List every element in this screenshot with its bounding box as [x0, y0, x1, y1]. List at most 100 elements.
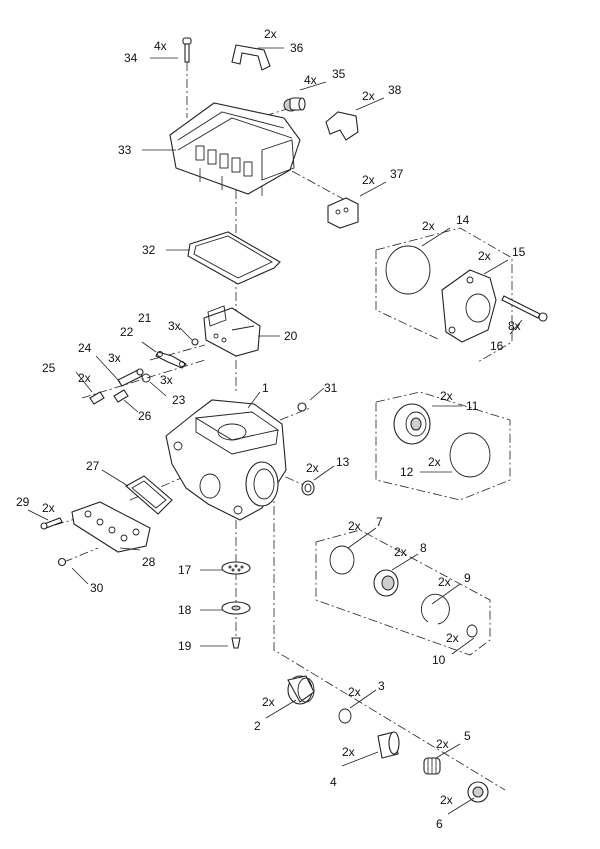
callout-2-number: 2 — [254, 719, 261, 733]
callout-4-number: 4 — [330, 775, 337, 789]
part-10-ring — [466, 624, 478, 638]
callout-35-qty: 4x — [304, 73, 317, 87]
callout-37-number: 37 — [390, 167, 404, 181]
callout-10-number: 10 — [432, 653, 446, 667]
callout-31-number: 31 — [324, 381, 338, 395]
part-33-valve-block — [169, 102, 301, 196]
callout-30-number: 30 — [90, 581, 104, 595]
leader-lines — [27, 47, 523, 815]
callout-29-qty: 2x — [42, 501, 55, 515]
callout-7-qty: 2x — [348, 519, 361, 533]
callout-6-number: 6 — [436, 817, 443, 831]
part-38-bracket — [325, 111, 359, 141]
callout-11-number: 11 — [466, 399, 479, 413]
callout-18-number: 18 — [178, 603, 192, 617]
callout-28-number: 28 — [142, 555, 156, 569]
part-32-gasket — [187, 231, 281, 285]
part-17-filter-disc — [221, 561, 251, 575]
part-27-gasket — [125, 475, 173, 515]
callout-6-qty: 2x — [440, 793, 453, 807]
part-6-cap — [467, 781, 489, 803]
callout-34-qty: 4x — [154, 39, 167, 53]
part-25-plug — [89, 391, 105, 405]
part-30-nut — [57, 557, 67, 567]
callout-13-qty: 2x — [306, 461, 319, 475]
callout-33-number: 33 — [118, 143, 132, 157]
callout-14-qty: 2x — [422, 219, 435, 233]
callout-15-number: 15 — [512, 245, 526, 259]
part-12-ring — [449, 432, 491, 478]
callout-5-number: 5 — [464, 729, 471, 743]
callout-15-qty: 2x — [478, 249, 491, 263]
callout-9-number: 9 — [464, 571, 471, 585]
part-23-seal — [141, 373, 151, 383]
part-22-link — [155, 351, 187, 369]
callout-20-number: 20 — [284, 329, 298, 343]
callout-labels: 34 4x 36 2x 35 4x 38 2x 33 37 2x 32 14 2… — [16, 27, 526, 831]
callout-14-number: 14 — [456, 213, 470, 227]
callout-37-qty: 2x — [362, 173, 375, 187]
callout-8-number: 8 — [420, 541, 427, 555]
part-7-ring — [329, 545, 355, 575]
part-37-connector — [327, 197, 359, 229]
callout-13-number: 13 — [336, 455, 350, 469]
part-9-snap-ring — [420, 593, 450, 625]
callout-5-qty: 2x — [436, 737, 449, 751]
part-34-screw — [182, 37, 192, 63]
callout-1-number: 1 — [262, 381, 269, 395]
part-8-seal — [373, 569, 399, 597]
callout-8-qty: 2x — [394, 545, 407, 559]
part-20-module — [203, 305, 261, 357]
callout-26-number: 26 — [138, 409, 152, 423]
part-2-valve-body — [287, 675, 315, 705]
callout-32-number: 32 — [142, 243, 156, 257]
part-11-seal-assembly — [393, 403, 431, 445]
callout-3-number: 3 — [378, 679, 385, 693]
callout-36-number: 36 — [290, 41, 304, 55]
part-26-plug — [113, 389, 129, 403]
part-16-screw — [501, 295, 548, 322]
callout-22-number: 22 — [120, 325, 134, 339]
callout-38-number: 38 — [388, 83, 402, 97]
callout-36-qty: 2x — [264, 27, 277, 41]
part-13-seal — [301, 480, 315, 496]
callout-12-qty: 2x — [428, 455, 441, 469]
callout-25-number: 25 — [42, 361, 56, 375]
callout-25-qty: 2x — [78, 371, 91, 385]
callout-29-number: 29 — [16, 495, 30, 509]
callout-35-number: 35 — [332, 67, 346, 81]
callout-7-number: 7 — [376, 515, 383, 529]
callout-17-number: 17 — [178, 563, 192, 577]
part-1-housing — [165, 399, 287, 521]
callout-19-number: 19 — [178, 639, 192, 653]
part-5-spring — [423, 757, 441, 775]
part-31-seal — [297, 402, 307, 412]
callout-23-number: 23 — [172, 393, 186, 407]
callout-34-number: 34 — [124, 51, 138, 65]
callout-16-number: 16 — [490, 339, 504, 353]
part-14-o-ring — [385, 245, 431, 295]
part-29-screw — [40, 517, 63, 530]
part-24-pin — [117, 368, 144, 387]
callout-38-qty: 2x — [362, 89, 375, 103]
part-4-sleeve — [377, 731, 400, 759]
part-21-seal — [191, 338, 199, 346]
callout-11-qty: 2x — [440, 389, 453, 403]
part-35-plug — [283, 97, 306, 112]
callout-12-number: 12 — [400, 465, 414, 479]
callout-10-qty: 2x — [446, 631, 459, 645]
callout-24-qty: 3x — [108, 351, 121, 365]
callout-9-qty: 2x — [438, 575, 451, 589]
callout-3-qty: 2x — [348, 685, 361, 699]
callout-21-number: 21 — [138, 311, 152, 325]
part-3-o-ring — [338, 708, 352, 724]
part-19-screw — [231, 637, 241, 649]
callout-23-qty: 3x — [160, 373, 173, 387]
callout-24-number: 24 — [78, 341, 92, 355]
callout-21-qty: 3x — [168, 319, 181, 333]
callout-4-qty: 2x — [342, 745, 355, 759]
callout-2-qty: 2x — [262, 695, 275, 709]
part-15-cover — [441, 269, 497, 343]
callout-16-qty: 8x — [508, 319, 521, 333]
